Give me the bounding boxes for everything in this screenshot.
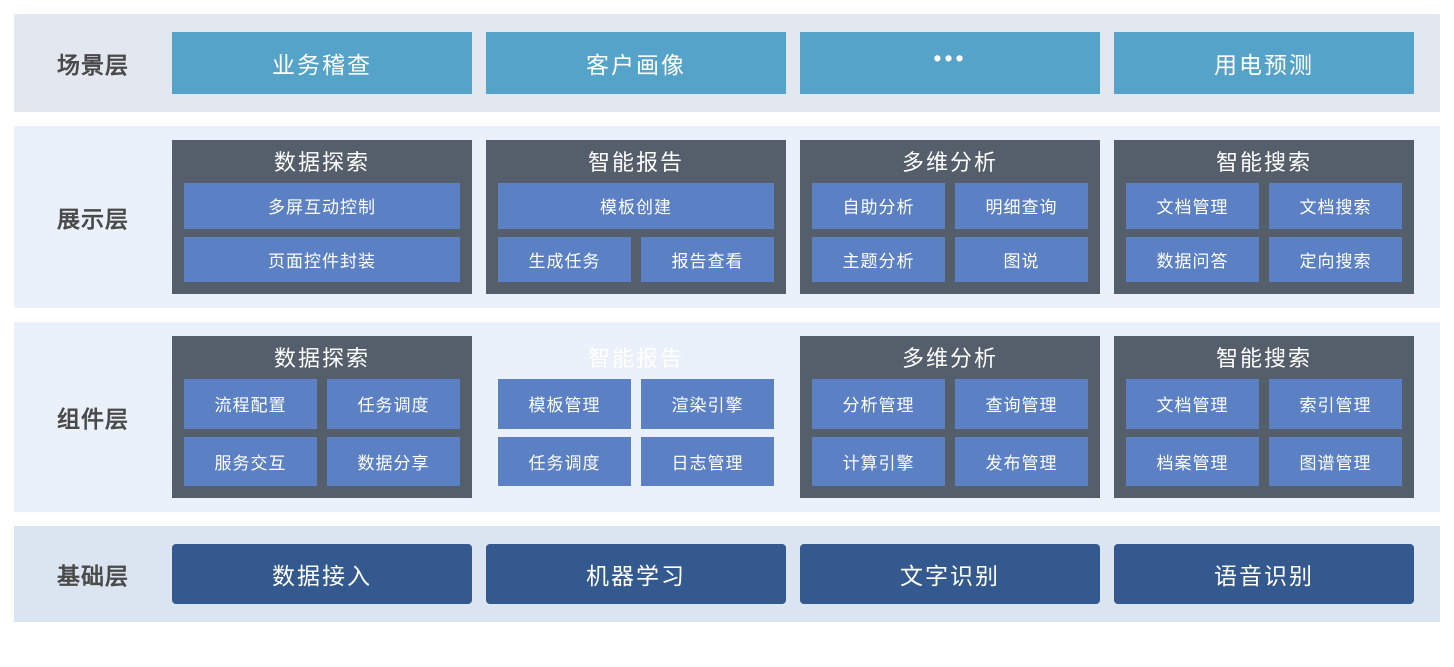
row-body-component: 数据探索 流程配置 任务调度 服务交互 数据分享 智能报告 模板管理 渲染引擎 … bbox=[172, 322, 1440, 512]
sub-tile[interactable]: 页面控件封装 bbox=[184, 236, 460, 282]
row-body-scene: 业务稽查 客户画像 ••• 用电预测 bbox=[172, 14, 1440, 112]
base-tile-2[interactable]: 文字识别 bbox=[800, 544, 1100, 604]
card-grid: 多屏互动控制 页面控件封装 bbox=[184, 183, 460, 282]
card-title: 数据探索 bbox=[273, 150, 370, 175]
card-grid: 模板管理 渲染引擎 任务调度 日志管理 bbox=[498, 379, 774, 486]
card-grid: 分析管理 查询管理 计算引擎 发布管理 bbox=[812, 379, 1088, 486]
sub-tile[interactable]: 计算引擎 bbox=[812, 436, 945, 486]
row-label-base: 基础层 bbox=[57, 563, 129, 589]
card-title: 数据探索 bbox=[273, 346, 370, 371]
card-title: 智能报告 bbox=[587, 150, 684, 175]
sub-tile[interactable]: 分析管理 bbox=[812, 379, 945, 429]
scene-tile-0[interactable]: 业务稽查 bbox=[172, 32, 472, 94]
sub-tile[interactable]: 文档搜索 bbox=[1269, 183, 1402, 229]
sub-tile[interactable]: 渲染引擎 bbox=[641, 379, 774, 429]
layer-row-base: 基础层 数据接入 机器学习 文字识别 语音识别 bbox=[14, 526, 1440, 622]
sub-tile[interactable]: 图说 bbox=[955, 236, 1088, 282]
scene-tile-ellipsis[interactable]: ••• bbox=[800, 32, 1100, 94]
card-component-multidim-analysis[interactable]: 多维分析 分析管理 查询管理 计算引擎 发布管理 bbox=[800, 336, 1100, 498]
base-tile-1[interactable]: 机器学习 bbox=[486, 544, 786, 604]
card-title: 智能搜索 bbox=[1215, 346, 1312, 371]
sub-tile[interactable]: 生成任务 bbox=[498, 236, 631, 282]
sub-tile[interactable]: 日志管理 bbox=[641, 436, 774, 486]
sub-tile[interactable]: 明细查询 bbox=[955, 183, 1088, 229]
sub-tile[interactable]: 任务调度 bbox=[498, 436, 631, 486]
row-label-scene: 场景层 bbox=[57, 52, 129, 78]
base-tile-0[interactable]: 数据接入 bbox=[172, 544, 472, 604]
card-title: 智能搜索 bbox=[1215, 150, 1312, 175]
card-grid: 文档管理 索引管理 档案管理 图谱管理 bbox=[1126, 379, 1402, 486]
sub-tile[interactable]: 数据问答 bbox=[1126, 236, 1259, 282]
card-grid: 文档管理 文档搜索 数据问答 定向搜索 bbox=[1126, 183, 1402, 282]
card-component-smart-search[interactable]: 智能搜索 文档管理 索引管理 档案管理 图谱管理 bbox=[1114, 336, 1414, 498]
card-presentation-smart-search[interactable]: 智能搜索 文档管理 文档搜索 数据问答 定向搜索 bbox=[1114, 140, 1414, 294]
scene-tile-1[interactable]: 客户画像 bbox=[486, 32, 786, 94]
sub-tile[interactable]: 数据分享 bbox=[327, 436, 460, 486]
card-presentation-smart-report[interactable]: 智能报告 模板创建 生成任务 报告查看 bbox=[486, 140, 786, 294]
sub-tile[interactable]: 文档管理 bbox=[1126, 183, 1259, 229]
layer-row-component: 组件层 数据探索 流程配置 任务调度 服务交互 数据分享 智能报告 模板管理 渲… bbox=[14, 322, 1440, 512]
card-component-data-exploration[interactable]: 数据探索 流程配置 任务调度 服务交互 数据分享 bbox=[172, 336, 472, 498]
row-body-presentation: 数据探索 多屏互动控制 页面控件封装 智能报告 模板创建 生成任务 报告查看 多… bbox=[172, 126, 1440, 308]
base-tile-3[interactable]: 语音识别 bbox=[1114, 544, 1414, 604]
card-grid: 自助分析 明细查询 主题分析 图说 bbox=[812, 183, 1088, 282]
sub-tile[interactable]: 发布管理 bbox=[955, 436, 1088, 486]
sub-tile[interactable]: 报告查看 bbox=[641, 236, 774, 282]
layer-row-presentation: 展示层 数据探索 多屏互动控制 页面控件封装 智能报告 模板创建 生成任务 报告… bbox=[14, 126, 1440, 308]
sub-tile[interactable]: 模板创建 bbox=[498, 183, 774, 229]
sub-tile[interactable]: 流程配置 bbox=[184, 379, 317, 429]
card-grid: 流程配置 任务调度 服务交互 数据分享 bbox=[184, 379, 460, 486]
sub-tile[interactable]: 模板管理 bbox=[498, 379, 631, 429]
card-presentation-data-exploration[interactable]: 数据探索 多屏互动控制 页面控件封装 bbox=[172, 140, 472, 294]
sub-tile[interactable]: 自助分析 bbox=[812, 183, 945, 229]
scene-tile-3[interactable]: 用电预测 bbox=[1114, 32, 1414, 94]
sub-tile[interactable]: 多屏互动控制 bbox=[184, 183, 460, 229]
card-title: 智能报告 bbox=[587, 346, 684, 371]
card-component-smart-report[interactable]: 智能报告 模板管理 渲染引擎 任务调度 日志管理 bbox=[486, 336, 786, 498]
sub-tile[interactable]: 查询管理 bbox=[955, 379, 1088, 429]
sub-tile[interactable]: 任务调度 bbox=[327, 379, 460, 429]
row-label-presentation: 展示层 bbox=[57, 206, 129, 232]
row-body-base: 数据接入 机器学习 文字识别 语音识别 bbox=[172, 526, 1440, 622]
card-title: 多维分析 bbox=[901, 346, 998, 371]
sub-tile[interactable]: 文档管理 bbox=[1126, 379, 1259, 429]
layer-row-scene: 场景层 业务稽查 客户画像 ••• 用电预测 bbox=[14, 14, 1440, 112]
card-grid: 模板创建 生成任务 报告查看 bbox=[498, 183, 774, 282]
sub-tile[interactable]: 档案管理 bbox=[1126, 436, 1259, 486]
card-title: 多维分析 bbox=[901, 150, 998, 175]
row-label-component: 组件层 bbox=[57, 406, 129, 432]
card-presentation-multidim-analysis[interactable]: 多维分析 自助分析 明细查询 主题分析 图说 bbox=[800, 140, 1100, 294]
sub-tile[interactable]: 图谱管理 bbox=[1269, 436, 1402, 486]
sub-tile[interactable]: 服务交互 bbox=[184, 436, 317, 486]
sub-tile[interactable]: 索引管理 bbox=[1269, 379, 1402, 429]
sub-tile[interactable]: 定向搜索 bbox=[1269, 236, 1402, 282]
sub-tile[interactable]: 主题分析 bbox=[812, 236, 945, 282]
